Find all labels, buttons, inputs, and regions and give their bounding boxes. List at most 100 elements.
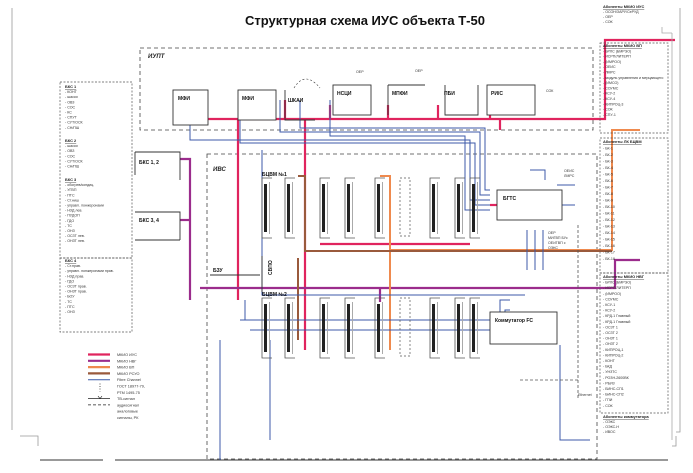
- svg-text:БЗУ: БЗУ: [213, 268, 223, 274]
- block-riis[interactable]: РИ/С: [486, 84, 536, 116]
- subscriber-list-item: - БК-8: [603, 192, 613, 196]
- subscriber-list-item: - БКД: [603, 365, 613, 369]
- legend-label: МКИО РСУО: [117, 372, 140, 376]
- bcvm-module: [374, 297, 385, 359]
- legend-entry: сигналы, РК: [117, 416, 139, 420]
- svg-text:НСЦИ: НСЦИ: [337, 91, 352, 97]
- bks-list-item: - ОВЗ: [65, 100, 74, 104]
- legend-label: ТВ-сигнал: [117, 397, 135, 401]
- legend-label: МКИО ИУС: [117, 353, 137, 357]
- subscriber-list-item: - КСУ-1: [603, 303, 615, 307]
- subscriber-list-item: - БК-17: [603, 251, 615, 255]
- block-bgpts[interactable]: БГТС: [496, 189, 563, 221]
- subscriber-list-item: - (ИМРОО): [603, 60, 621, 64]
- subscriber-list-item: - ОСОН/ЗАРУ/СеРУД: [603, 10, 639, 14]
- subscriber-list-item: - СОК: [603, 404, 614, 408]
- bks-list-item: - ОСЗТ лев.: [65, 234, 85, 238]
- subscriber-list-item: - ОНЗТ 2: [603, 342, 618, 346]
- bgpts-out-label-2: МИГВП БУс: [548, 236, 568, 240]
- bks-list-title: БКС 1: [65, 84, 77, 89]
- subscriber-list-item: - РБИЗ: [603, 381, 615, 385]
- svg-text:ШКАИ: ШКАИ: [288, 98, 304, 104]
- subscriber-list-item: - (ИМРОО): [603, 292, 621, 296]
- legend-label: РТМ 1495-75: [117, 391, 140, 395]
- bgpts-in-label-2: ЛМРС: [564, 174, 575, 178]
- bcvm-1-modules: [261, 177, 480, 239]
- block-mfi-2[interactable]: МФИ: [237, 89, 277, 121]
- svg-text:ПБИ: ПБИ: [444, 91, 455, 97]
- bks-list-item: - ГДО: [65, 279, 74, 283]
- subscriber-list-item: - БК-18: [603, 257, 615, 261]
- subscriber-list-item: - КИПРОЦ-3: [603, 102, 623, 106]
- bks-list-title: БКС 2: [65, 138, 77, 143]
- subscriber-list-title: Абоненты ЛК БЦВМ: [603, 139, 642, 144]
- subscriber-list-item: - КИПРОЦ-2: [603, 353, 623, 357]
- bks-list-item: - НЗД лев.: [65, 209, 82, 213]
- legend-label: МКИО НВГ: [117, 359, 136, 363]
- page-frame: [11, 8, 681, 447]
- bks-list-item: - Ст.ниш: [65, 198, 79, 202]
- subscriber-list-item: - КСУ-4: [603, 97, 615, 101]
- bgpts-dashed-link: [520, 225, 579, 400]
- block-shkai[interactable]: ШКАИ: [284, 78, 321, 121]
- legend-entry: МКИО ВП: [88, 366, 135, 370]
- subscriber-list-item: - модуль управления и мерцающего: [603, 76, 663, 80]
- ivs-group-label: ИВС: [213, 167, 226, 173]
- bcvm-module: [454, 177, 465, 239]
- block-mfi-1[interactable]: МФИ: [172, 89, 209, 126]
- subscriber-list-item: - БК-12: [603, 218, 615, 222]
- legend-entry: МКИО НВГ: [88, 359, 136, 363]
- bks-list-item: - ПУДОП: [65, 214, 80, 218]
- block-mpfi[interactable]: МПФИ: [387, 84, 425, 115]
- subscriber-list-item: - УНЗТС: [603, 370, 617, 374]
- block-bks-3-4[interactable]: БКС 3, 4: [135, 211, 181, 241]
- bks-list-item: - БОУ: [65, 295, 75, 299]
- bgpts-out-label-4: ОЭКС: [548, 246, 558, 250]
- label-sok-riis: СОК: [546, 89, 554, 93]
- subscriber-list-item: - БК-2: [603, 153, 613, 157]
- subscriber-list-item: - БИНС-СП1: [603, 387, 624, 391]
- bks-list-item: - управл. лонжеронами прав.: [65, 269, 114, 273]
- bks-list-item: - СОС: [65, 105, 76, 109]
- subscriber-list-item: - КОНТ: [603, 359, 616, 363]
- iupt-group-label: ИУПТ: [148, 54, 166, 60]
- fc-ethernet-label: Ethernet: [578, 393, 592, 397]
- subscriber-list-item: - СОК: [603, 20, 614, 24]
- bus-rsuo: [297, 175, 612, 340]
- block-bzu[interactable]: БЗУ: [210, 268, 260, 276]
- subscriber-list-item: - ОНЗТ 1: [603, 337, 618, 341]
- subscriber-list-item: - ИВОС: [603, 430, 616, 434]
- label-oep-ncsi: ОЕР: [356, 70, 364, 74]
- legend-entry: РТМ 1495-75: [117, 391, 140, 395]
- block-ncsi[interactable]: НСЦИ: [332, 84, 372, 116]
- legend-entry: МКИО ИУС: [88, 353, 137, 357]
- legend-entry: Fibre Channel: [88, 378, 141, 382]
- legend-label: ГОСТ 18977-79,: [117, 385, 145, 389]
- subscriber-list-item: - БК-7: [603, 186, 613, 190]
- subscriber-list-item: - (ИМСО): [603, 81, 618, 85]
- subscriber-list-item: - БК-13: [603, 225, 615, 229]
- subscriber-list-item: - БК-5: [603, 173, 613, 177]
- diagram-title: Структурная схема ИУС объекта Т-50: [245, 13, 485, 28]
- block-pbi[interactable]: ПБИ: [444, 85, 479, 116]
- subscriber-list-item: - КСУ-2: [603, 92, 615, 96]
- svg-text:БКС 3, 4: БКС 3, 4: [139, 218, 159, 224]
- block-cbpo[interactable]: СВПО: [261, 256, 274, 292]
- bks-list-item: - СН/ПШ: [65, 126, 79, 130]
- block-bks-1-2[interactable]: БКС 1, 2: [134, 151, 181, 180]
- bks-list-item: - СПУТ: [65, 116, 78, 120]
- bgpts-out-label-3: ОЕИГВП с: [548, 241, 566, 245]
- iupt-group: [139, 47, 594, 131]
- subscriber-list-item: - БК-16: [603, 244, 615, 248]
- bcvm-2-label: БЦВМ №2: [262, 292, 287, 298]
- subscriber-list-title: Абоненты МКИО ИУС: [603, 4, 644, 9]
- label-oep-mpfi: ОЕР: [415, 69, 423, 73]
- bks-list-item: - СН/ПШ: [65, 165, 79, 169]
- bks-list-item: - управл. лонжеронами: [65, 204, 104, 208]
- legend-entry: ГОСТ 18977-79,: [99, 383, 145, 392]
- subscriber-list-item: - БРЛС (БМРЭО): [603, 49, 631, 53]
- legend: МКИО ИУС МКИО НВГ МКИО ВП МКИО РСУО Fibre Ch…: [88, 353, 145, 420]
- subscriber-list-item: - ЛМРС: [603, 71, 616, 75]
- block-fc-switch[interactable]: Коммутатор FC: [489, 311, 558, 345]
- ivs-group: [206, 153, 598, 460]
